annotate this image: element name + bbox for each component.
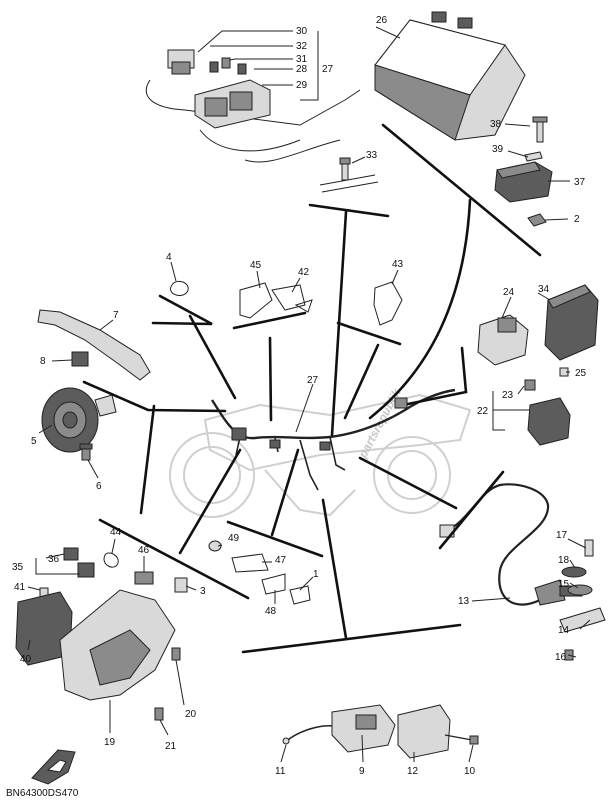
front-arrow-icon (31, 749, 76, 785)
callout-42: 42 (298, 267, 310, 278)
callout-5: 5 (31, 436, 37, 447)
callout-27-top: 27 (322, 64, 334, 75)
callout-4: 4 (166, 252, 172, 263)
pointer-lines (82, 123, 542, 654)
callout-18: 18 (558, 555, 570, 566)
ecu-regulator-group (477, 284, 599, 446)
callout-49: 49 (228, 533, 240, 544)
callout-8: 8 (40, 356, 46, 367)
battery (374, 11, 526, 141)
clamp-4 (170, 280, 189, 296)
callout-31: 31 (296, 54, 308, 65)
callout-38: 38 (490, 119, 502, 130)
diagram-code: BN64300DS470 (6, 788, 79, 799)
callout-10: 10 (464, 766, 476, 777)
motorcycle-silhouette (169, 393, 472, 518)
callout-29: 29 (296, 80, 308, 91)
clips-group (208, 540, 311, 605)
callout-39: 39 (492, 144, 504, 155)
callout-12: 12 (407, 766, 419, 777)
callout-23: 23 (502, 390, 514, 401)
callout-16: 16 (555, 652, 567, 663)
callout-15: 15 (558, 579, 570, 590)
callout-33: 33 (366, 150, 378, 161)
callout-32: 32 (296, 41, 308, 52)
callout-26: 26 (376, 15, 388, 26)
callout-43: 43 (392, 259, 404, 270)
callout-41: 41 (14, 582, 26, 593)
callout-47: 47 (275, 555, 287, 566)
callout-numbers: 30 32 31 28 27 29 26 38 39 37 2 33 4 45 … (12, 15, 587, 777)
o2-sensor-group (439, 483, 606, 661)
callout-13: 13 (458, 596, 470, 607)
callout-30: 30 (296, 26, 308, 37)
callout-40: 40 (20, 654, 32, 665)
ecu-bracket-group (15, 547, 188, 721)
callout-leaders (27, 26, 591, 763)
horn-assembly (37, 309, 151, 461)
callout-17: 17 (556, 530, 568, 541)
callout-11: 11 (275, 766, 286, 777)
callout-35: 35 (12, 562, 24, 573)
callout-44: 44 (110, 527, 122, 538)
callout-27-harness: 27 (307, 375, 319, 386)
bolt-33 (319, 157, 379, 193)
callout-45: 45 (250, 260, 262, 271)
callout-2: 2 (574, 214, 580, 225)
callout-48: 48 (265, 606, 277, 617)
band-43 (373, 281, 403, 326)
callout-9: 9 (359, 766, 365, 777)
brackets-45-42 (239, 282, 313, 319)
callout-14: 14 (558, 625, 570, 636)
callout-22: 22 (477, 406, 489, 417)
callout-21: 21 (165, 741, 177, 752)
callout-1: 1 (313, 569, 319, 580)
callout-24: 24 (503, 287, 515, 298)
callout-6: 6 (96, 481, 102, 492)
callout-46: 46 (138, 545, 150, 556)
callout-20: 20 (185, 709, 197, 720)
callout-19: 19 (104, 737, 116, 748)
callout-36: 36 (48, 554, 60, 565)
relay-fuse-group (145, 49, 361, 163)
callout-28: 28 (296, 64, 308, 75)
callout-34: 34 (538, 284, 550, 295)
sensor-group-bottom (282, 704, 479, 759)
callout-7: 7 (113, 310, 119, 321)
callout-25: 25 (575, 368, 587, 379)
callout-3: 3 (200, 586, 206, 597)
starter-relay-group (494, 116, 553, 227)
callout-37: 37 (574, 177, 586, 188)
